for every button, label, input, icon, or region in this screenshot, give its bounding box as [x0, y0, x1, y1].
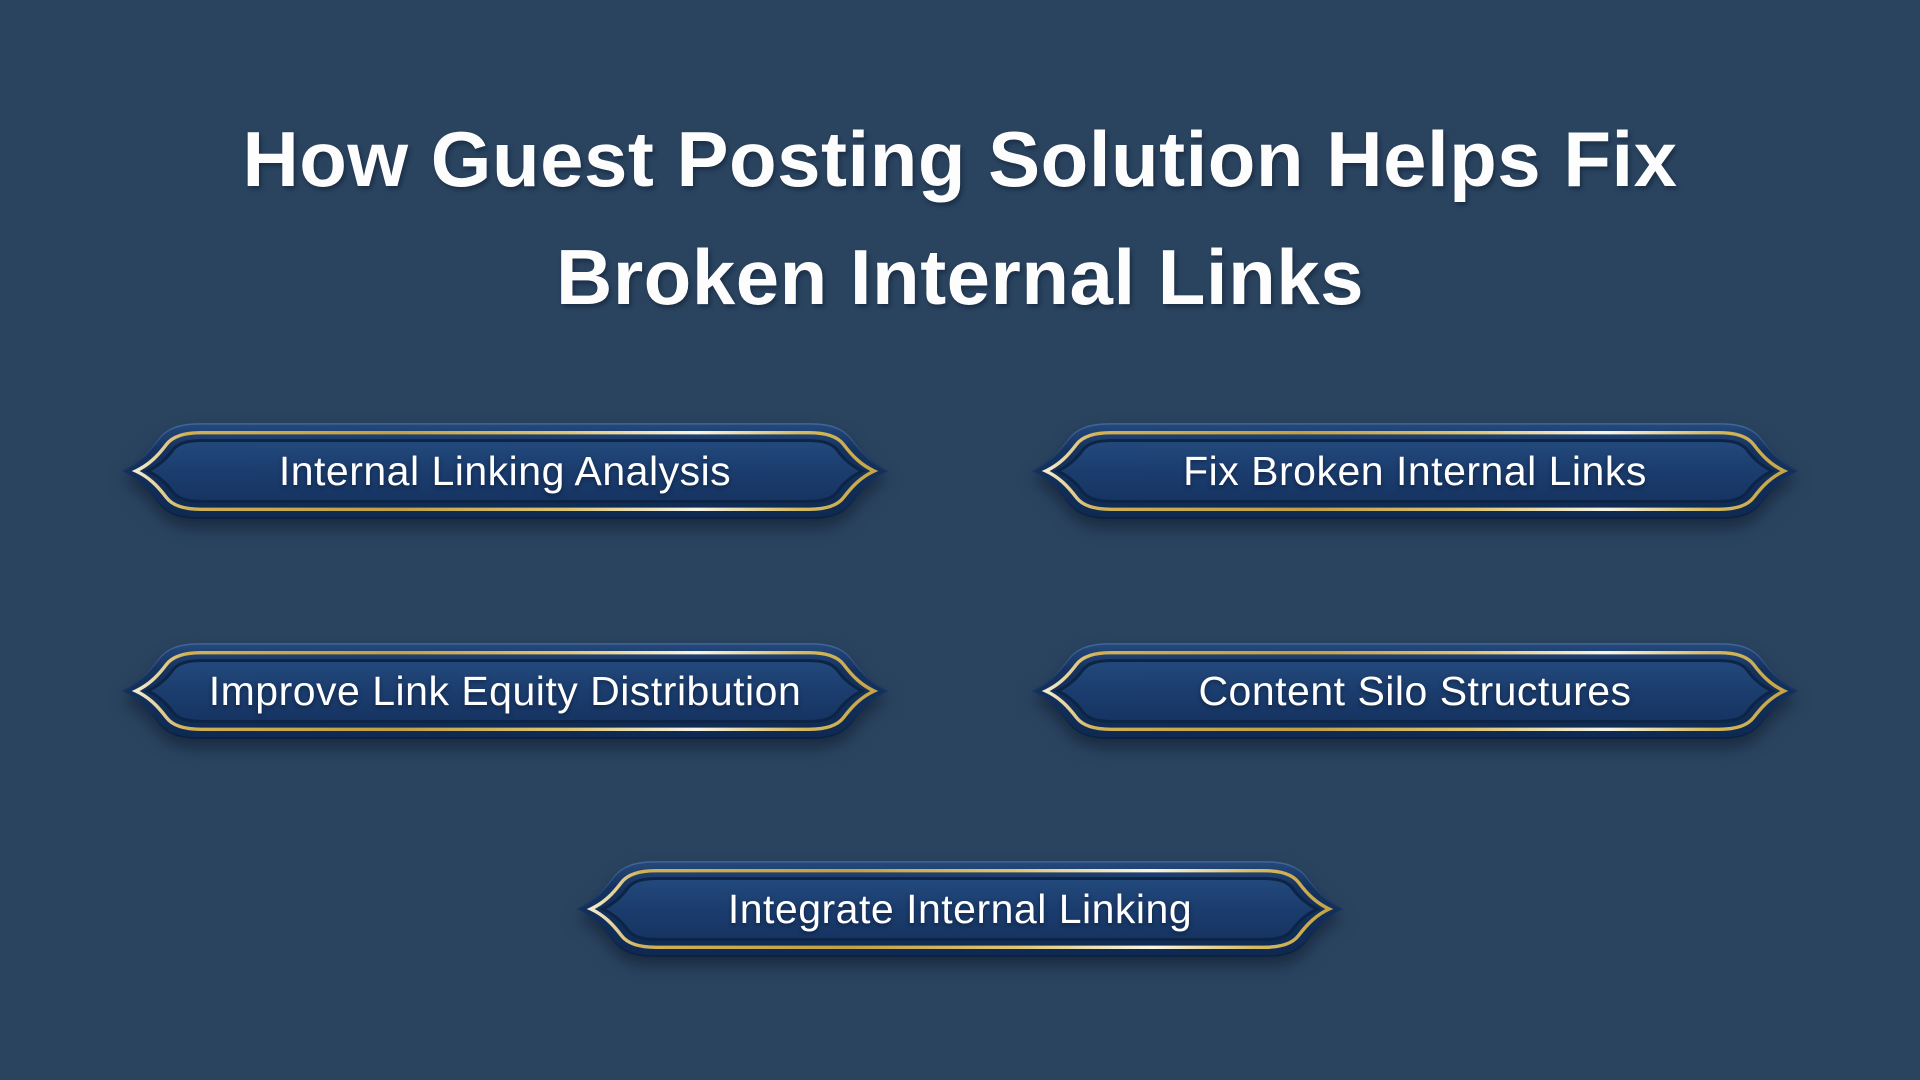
badge-label: Content Silo Structures: [1198, 667, 1632, 714]
badge-label: Fix Broken Internal Links: [1183, 447, 1647, 494]
badge-fix-broken-internal-links: Fix Broken Internal Links: [1030, 416, 1800, 526]
badge-label: Internal Linking Analysis: [278, 447, 732, 494]
badge-integrate-internal-linking: Integrate Internal Linking: [575, 854, 1345, 964]
badge-label: Improve Link Equity Distribution: [208, 667, 802, 714]
page-title: How Guest Posting Solution Helps Fix Bro…: [0, 100, 1920, 336]
badge-content-silo-structures: Content Silo Structures: [1030, 636, 1800, 746]
badge-improve-link-equity-distribution: Improve Link Equity Distribution: [120, 636, 890, 746]
badge-label: Integrate Internal Linking: [727, 885, 1193, 932]
badge-internal-linking-analysis: Internal Linking Analysis: [120, 416, 890, 526]
page-title-line-1: How Guest Posting Solution Helps Fix: [242, 115, 1678, 203]
page-title-line-2: Broken Internal Links: [555, 233, 1365, 321]
